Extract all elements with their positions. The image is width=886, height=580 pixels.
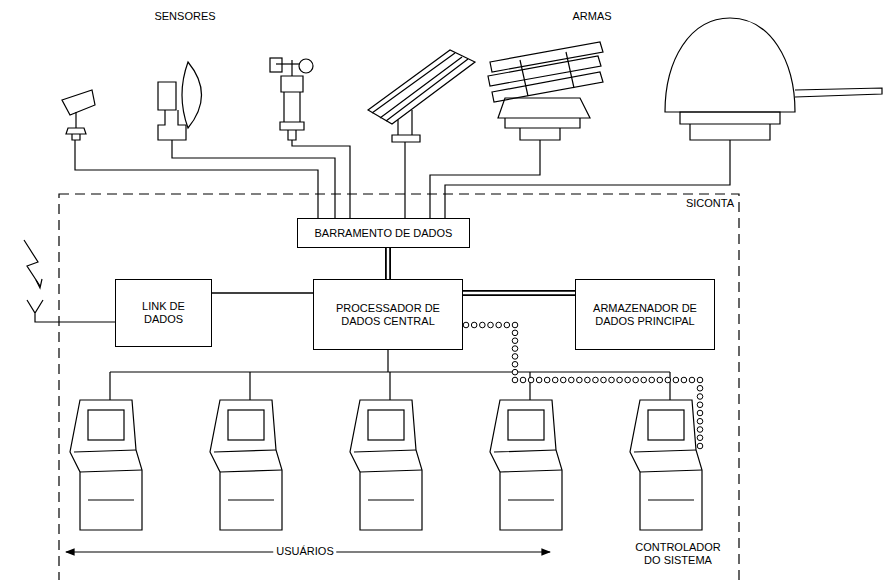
bus-box: BARRAMENTO DE DADOS [297, 218, 470, 248]
sensor-icon [62, 90, 95, 140]
control-link-dot [512, 377, 518, 383]
control-link-dot [697, 385, 703, 391]
control-link-dot [528, 377, 534, 383]
group-label: SENSORES [151, 10, 218, 23]
sensor-icon [368, 50, 475, 142]
lightning-symbol [24, 240, 40, 286]
control-link-dot [601, 377, 607, 383]
control-link-dot [496, 322, 502, 328]
control-link-dot [625, 377, 631, 383]
system-boundary: SICONTA BARRAMENTO DE DADOS LINK DE DADOS P… [58, 193, 740, 580]
region-title: SICONTA [686, 197, 734, 209]
weapon-wire [430, 140, 540, 218]
storage-box: ARMAZENADOR DE DADOS PRINCIPAL [575, 279, 715, 350]
group-label: USUÁRIOS [273, 545, 336, 558]
connector [388, 248, 389, 279]
console-icon [630, 400, 702, 530]
control-link-dot [697, 435, 703, 441]
control-link-dot [657, 377, 663, 383]
control-link-dot [697, 410, 703, 416]
group-label: ARMAS [569, 10, 614, 23]
sensor-wire [75, 140, 318, 218]
connector [463, 293, 575, 294]
control-link-dot [673, 377, 679, 383]
control-link-dot [560, 377, 566, 383]
control-link-dot [504, 322, 510, 328]
control-link-dot [480, 322, 486, 328]
box-label: LINK DE DADOS [122, 300, 205, 326]
box-label: PROCESSADOR DE DADOS CENTRAL [320, 302, 456, 328]
control-link-dot [463, 322, 469, 328]
sensor-wire [172, 140, 335, 218]
control-link-dot [697, 394, 703, 400]
control-link-dot [569, 377, 575, 383]
sensor-wire [404, 142, 405, 218]
console-icon [490, 400, 562, 530]
weapon-icon [488, 42, 603, 140]
control-link-dot [488, 322, 494, 328]
control-link-dot [665, 377, 671, 383]
control-link-dot [649, 377, 655, 383]
antenna-symbol [27, 300, 115, 322]
control-link-dot [520, 377, 526, 383]
control-link-dot [536, 377, 542, 383]
processor-box: PROCESSADOR DE DADOS CENTRAL [313, 279, 463, 350]
boundary-outline [58, 193, 740, 580]
control-link-dot [471, 322, 477, 328]
control-link-dot [697, 443, 703, 449]
control-link-dot [593, 377, 599, 383]
control-link-dot [512, 330, 518, 336]
sensor-icon [158, 62, 202, 140]
control-link-dot [512, 354, 518, 360]
control-link-dot [512, 346, 518, 352]
control-link-dot [617, 377, 623, 383]
console-icon [350, 400, 422, 530]
control-link-dot [512, 322, 518, 328]
control-link-dot [697, 377, 703, 383]
control-link-dot [512, 361, 518, 367]
control-link-dot [641, 377, 647, 383]
box-label: BARRAMENTO DE DADOS [315, 227, 453, 240]
control-link-dot [681, 377, 687, 383]
control-link-dot [512, 338, 518, 344]
console-icon [210, 400, 282, 530]
control-link-dot [609, 377, 615, 383]
user-network [110, 350, 670, 400]
console-label: CONTROLADOR DO SISTEMA [625, 541, 731, 567]
weapon-icon [665, 18, 882, 140]
control-link-dot [697, 402, 703, 408]
control-link-dot [544, 377, 550, 383]
control-link-dot [585, 377, 591, 383]
box-label: ARMAZENADOR DE DADOS PRINCIPAL [582, 302, 708, 328]
control-link-dot [697, 418, 703, 424]
control-link-dot [552, 377, 558, 383]
control-link-dot [689, 377, 695, 383]
data-link-box: LINK DE DADOS [115, 279, 212, 347]
sensor-icon [270, 58, 313, 140]
control-link-dot [633, 377, 639, 383]
lightning-symbol [36, 279, 42, 288]
connector [212, 293, 313, 294]
console-icon [70, 400, 142, 530]
sensor-wire [292, 140, 350, 218]
control-link-dot [577, 377, 583, 383]
control-link-dot [512, 369, 518, 375]
control-link-dot [697, 427, 703, 433]
